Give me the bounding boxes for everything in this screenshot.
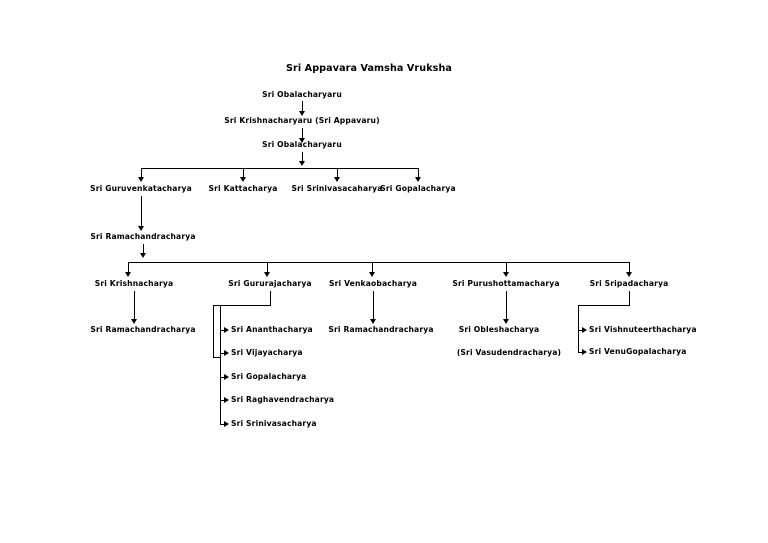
drop-g4-3 — [337, 168, 338, 179]
arrowhead-g1-g2-icon — [299, 111, 305, 116]
arrowhead-g2-g3-icon — [299, 138, 305, 143]
rail-gururajacharya-outer-foot — [213, 357, 221, 358]
drop-g6-4 — [506, 262, 507, 274]
drop-g6-5 — [629, 262, 630, 274]
bus-g4-horizontal — [141, 168, 419, 169]
rail-gururajacharya-outer — [213, 305, 214, 358]
drop-g4-4 — [418, 168, 419, 179]
connector-g2-g3 — [302, 128, 303, 140]
node-g7-srinivasacharya: Sri Srinivasacharya — [231, 419, 317, 428]
drop-g6-3 — [372, 262, 373, 274]
arrowhead-g4-4-icon — [415, 177, 421, 182]
node-g6-sripadacharya: Sri Sripadacharya — [589, 279, 669, 288]
rail-gururajacharya-inner — [220, 305, 221, 425]
bus-g6-horizontal — [128, 262, 630, 263]
connector-krishnacharya-child — [134, 291, 135, 322]
connector-sripadacharya-stem — [629, 291, 630, 306]
arrowhead-g4-2-icon — [240, 177, 246, 182]
connector-gururajacharya-run — [213, 305, 271, 306]
connector-g3-bus — [302, 152, 303, 163]
node-g7-krishnacharya-child-ramachandracharya: Sri Ramachandracharya — [90, 325, 196, 334]
arrowhead-g4-1-icon — [138, 177, 144, 182]
node-g1-obalacharyaru: Sri Obalacharyaru — [262, 90, 342, 99]
node-g6-venkaobacharya: Sri Venkaobacharya — [329, 279, 417, 288]
drop-g6-1 — [128, 262, 129, 274]
arrowhead-venugopalacharya-icon — [582, 349, 587, 355]
rail-sripadacharya — [578, 305, 579, 353]
drop-g4-1 — [141, 168, 142, 179]
node-g7-vasudendracharya: (Sri Vasudendracharya) — [456, 348, 562, 357]
arrowhead-vijayacharya-icon — [224, 350, 229, 356]
arrowhead-ananthacharya-icon — [224, 327, 229, 333]
arm-ananthacharya — [220, 330, 226, 331]
node-g7-gopalacharya: Sri Gopalacharya — [231, 372, 307, 381]
arrowhead-srinivasacharya-icon — [224, 421, 229, 427]
node-g5-ramachandracharya: Sri Ramachandracharya — [90, 232, 196, 241]
arrowhead-g6-3-icon — [369, 272, 375, 277]
node-g4-srinivasacaharya: Sri Srinivasacaharya — [291, 184, 383, 193]
arm-srinivasacharya — [220, 424, 226, 425]
connector-gururajacharya-stem — [270, 291, 271, 306]
arrowhead-venkaobacharya-child-icon — [370, 319, 376, 324]
arrowhead-krishnacharya-child-icon — [131, 319, 137, 324]
arm-vijayacharya — [220, 353, 226, 354]
node-g7-venugopalacharya: Sri VenuGopalacharya — [589, 347, 687, 356]
arrowhead-g5-bus-icon — [140, 253, 146, 258]
node-g4-kattacharya: Sri Kattacharya — [208, 184, 278, 193]
arrowhead-purushottamacharya-child-icon — [503, 319, 509, 324]
arrowhead-g6-5-icon — [626, 272, 632, 277]
node-g4-gopalacharya: Sri Gopalacharya — [380, 184, 456, 193]
arm-vishnuteerthacharya — [578, 330, 584, 331]
arrowhead-g6-1-icon — [125, 272, 131, 277]
connector-venkaobacharya-child — [373, 291, 374, 322]
arm-raghavendracharya — [220, 400, 226, 401]
diagram-title: Sri Appavara Vamsha Vruksha — [286, 63, 452, 74]
node-g7-vishnuteerthacharya: Sri Vishnuteerthacharya — [589, 325, 697, 334]
node-g6-krishnacharya: Sri Krishnacharya — [94, 279, 174, 288]
node-g3-obalacharyaru: Sri Obalacharyaru — [262, 140, 342, 149]
connector-g1-g2 — [302, 101, 303, 113]
arm-venugopalacharya — [578, 352, 584, 353]
connector-sripadacharya-run — [578, 305, 630, 306]
node-g7-venkaobacharya-child-ramachandracharya: Sri Ramachandracharya — [328, 325, 434, 334]
node-g7-vijayacharya: Sri Vijayacharya — [231, 348, 303, 357]
drop-g6-2 — [267, 262, 268, 274]
node-g6-gururajacharya: Sri Gururajacharya — [228, 279, 312, 288]
connector-g5-bus — [143, 244, 144, 255]
arrowhead-g3-bus-icon — [299, 161, 305, 166]
node-g6-purushottamacharya: Sri Purushottamacharya — [452, 279, 560, 288]
node-g4-guruvenkatacharya: Sri Guruvenkatacharya — [90, 184, 192, 193]
arrowhead-g6-2-icon — [264, 272, 270, 277]
arrowhead-g4-g5-icon — [138, 226, 144, 231]
arrowhead-g6-4-icon — [503, 272, 509, 277]
connector-purushottamacharya-child — [506, 291, 507, 322]
drop-g4-2 — [243, 168, 244, 179]
connector-g4-g5 — [141, 196, 142, 229]
arrowhead-raghavendracharya-icon — [224, 397, 229, 403]
arm-gopalacharya — [220, 377, 226, 378]
arrowhead-g4-3-icon — [334, 177, 340, 182]
arrowhead-vishnuteerthacharya-icon — [582, 327, 587, 333]
node-g2-krishnacharyaru-appavaru: Sri Krishnacharyaru (Sri Appavaru) — [224, 116, 380, 125]
node-g7-obleshacharya: Sri Obleshacharya — [458, 325, 540, 334]
node-g7-raghavendracharya: Sri Raghavendracharya — [231, 395, 335, 404]
arrowhead-gopalacharya-icon — [224, 374, 229, 380]
node-g7-ananthacharya: Sri Ananthacharya — [231, 325, 313, 334]
